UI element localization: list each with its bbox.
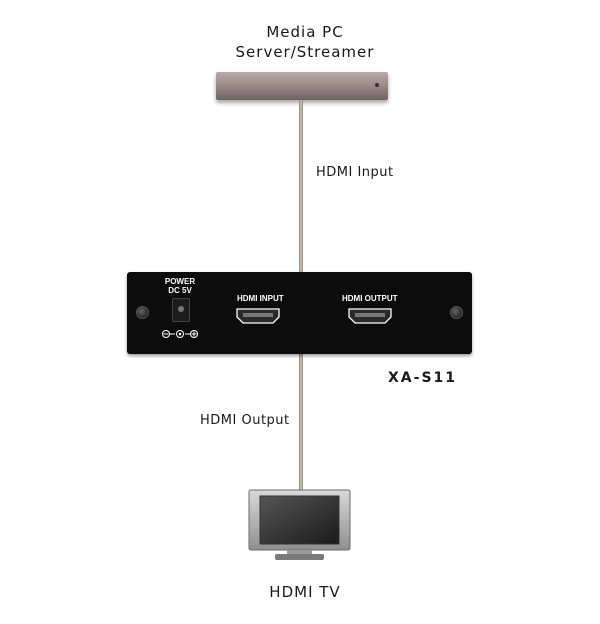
- screw-icon: [450, 306, 463, 319]
- hdmi-port-icon: [236, 308, 280, 324]
- polarity-symbol-icon: [162, 330, 198, 338]
- power-label: POWER DC 5V: [160, 277, 200, 295]
- hdmi-output-cable-label: HDMI Output: [200, 413, 290, 428]
- media-pc-label-line2: Server/Streamer: [235, 43, 375, 61]
- media-pc-label-line1: Media PC: [266, 23, 344, 41]
- hdmi-input-cable: [299, 100, 303, 272]
- tv-icon: [248, 489, 351, 560]
- hdmi-port-icon: [348, 308, 392, 324]
- hdmi-input-port-label: HDMI INPUT: [237, 294, 284, 303]
- media-pc-icon: [216, 72, 388, 100]
- media-pc-led: [375, 83, 379, 87]
- hdmi-input-cable-label: HDMI Input: [316, 165, 394, 180]
- power-label-line1: POWER: [164, 277, 196, 286]
- hdmi-output-cable: [299, 354, 303, 492]
- xa-s11-device: POWER DC 5V HDMI INPUT HDMI OUTPUT: [127, 272, 472, 354]
- device-model-label: XA-S11: [388, 370, 458, 386]
- media-pc-label: Media PC Server/Streamer: [150, 22, 460, 62]
- hdmi-output-port-label: HDMI OUTPUT: [342, 294, 398, 303]
- screw-icon: [136, 306, 149, 319]
- power-label-line2: DC 5V: [168, 286, 192, 295]
- power-jack-icon: [172, 298, 190, 322]
- hdmi-tv-label: HDMI TV: [269, 583, 341, 601]
